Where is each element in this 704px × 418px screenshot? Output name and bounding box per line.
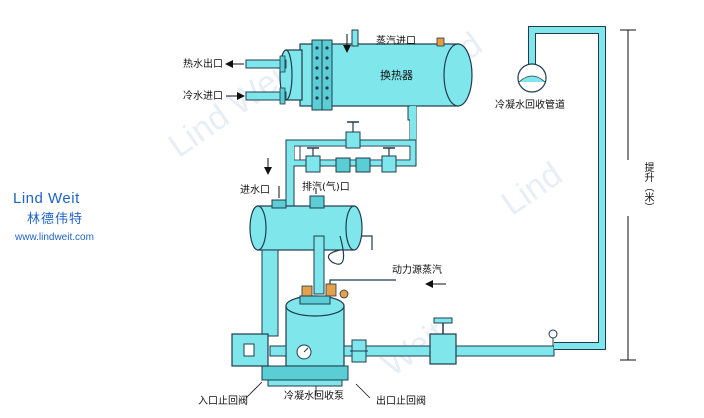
receiver-tank <box>249 195 373 265</box>
pressure-gauge <box>548 329 558 346</box>
heat-exchanger-label: 换热器 <box>380 69 413 82</box>
condensate-return-riser <box>517 26 606 350</box>
cold-water-inlet-label: 冷水进口 <box>183 91 223 102</box>
lift-height-dimension <box>620 29 636 361</box>
inlet-check-valve <box>231 333 287 367</box>
condensate-recovery-pump <box>261 295 349 387</box>
gate-valve <box>429 317 457 365</box>
brand-url[interactable]: www.lindweit.com <box>15 232 94 243</box>
exhaust-port-label: 排汽(气)口 <box>302 182 350 193</box>
lift-height-label: 提升（米） <box>642 162 653 212</box>
hot-water-outlet-label: 热水出口 <box>183 59 223 70</box>
valve <box>345 121 361 149</box>
valve <box>305 147 321 173</box>
outlet-check-valve-label: 出口止回阀 <box>376 396 426 407</box>
valve <box>381 147 397 173</box>
trap <box>335 157 371 173</box>
brand-name-cn: 林德伟特 <box>27 212 84 227</box>
inlet-check-valve-label: 入口止回阀 <box>198 396 248 407</box>
recovery-pump-label: 冷凝水回收泵 <box>284 391 344 402</box>
steam-inlet-label: 蒸汽进口 <box>376 36 416 47</box>
power-steam-label: 动力源蒸汽 <box>392 265 442 276</box>
heat-exchanger <box>245 29 473 121</box>
steam-fittings <box>301 283 349 299</box>
brand-name: Lind Weit <box>13 190 80 207</box>
outlet-check-valve <box>350 339 368 363</box>
inlet-port-label: 进水口 <box>240 185 270 196</box>
condensate-pipe-label: 冷凝水回收管道 <box>495 100 565 111</box>
